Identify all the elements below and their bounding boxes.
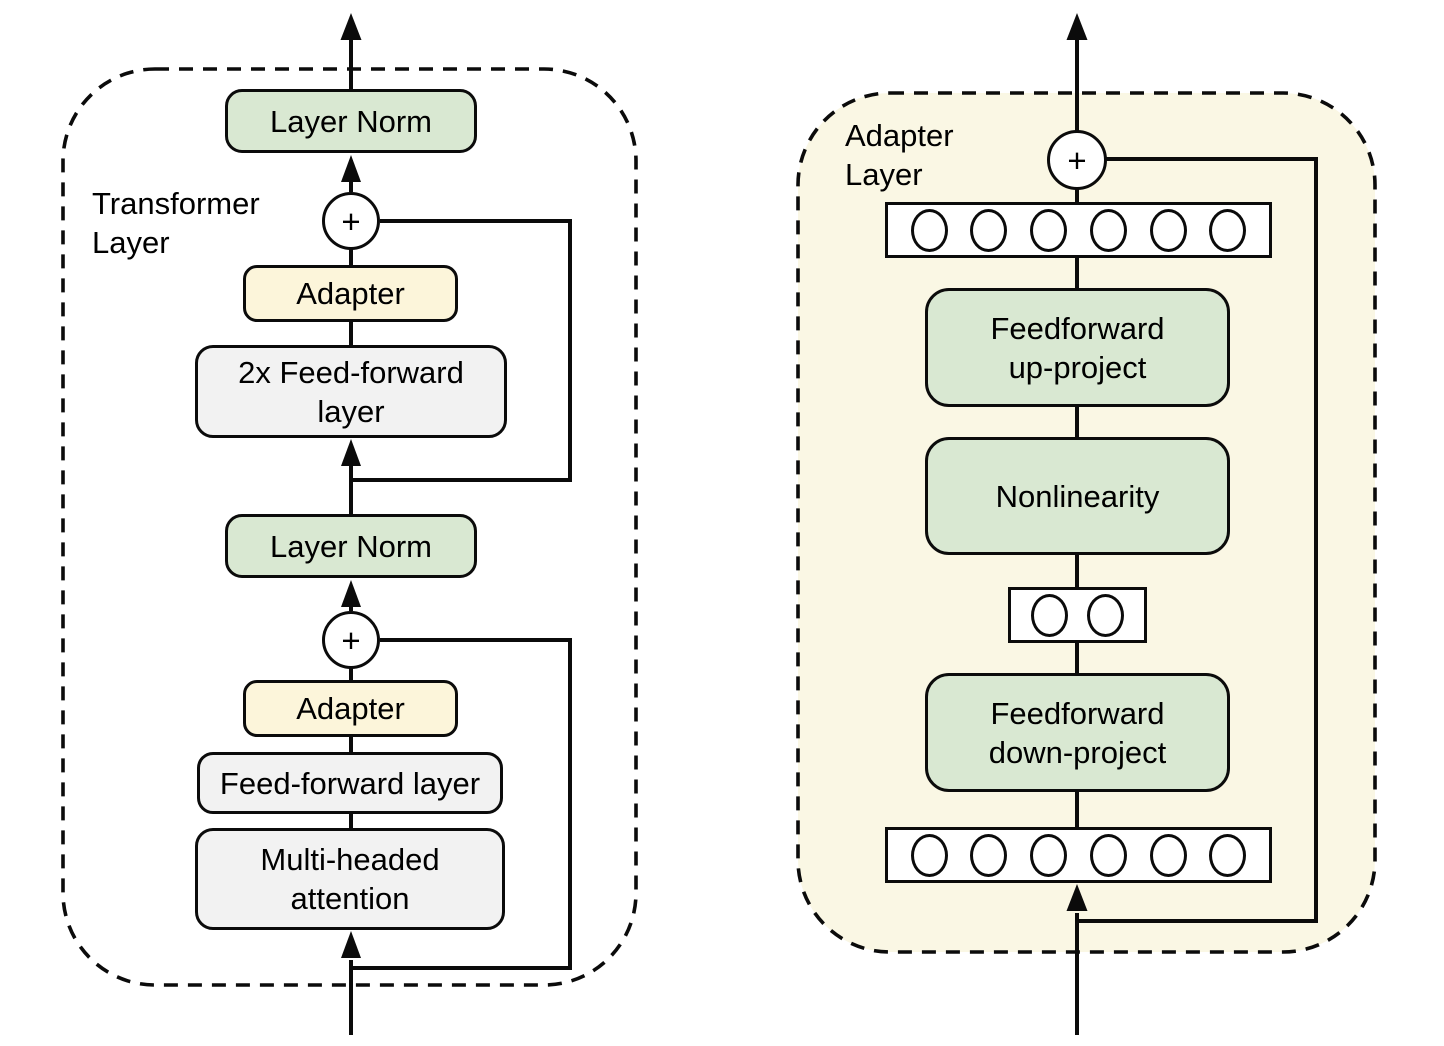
- feature-circle: [1087, 593, 1125, 637]
- adapter-top-box: Adapter: [243, 265, 458, 322]
- sum-node-mid: +: [322, 611, 380, 669]
- nonlinearity-box: Nonlinearity: [925, 437, 1230, 555]
- feature-circle: [1030, 833, 1068, 877]
- adapter-layer-label: Adapter Layer: [845, 118, 954, 192]
- feedforward-down-project-box: Feedforward down-project: [925, 673, 1230, 792]
- transformer-layer-label: Transformer Layer: [92, 186, 260, 260]
- layer-norm-top-box: Layer Norm: [225, 89, 477, 153]
- feature-circle: [1089, 833, 1127, 877]
- feature-row-top: [885, 202, 1272, 258]
- feature-row-bottleneck: [1008, 587, 1147, 643]
- skip-connection-adapter: [1077, 157, 1318, 923]
- feature-row-bottom: [885, 827, 1272, 883]
- arrowhead-up-icon: [341, 155, 361, 182]
- feature-circle: [970, 833, 1008, 877]
- arrowhead-up-icon: [341, 931, 361, 958]
- feature-circle: [1149, 833, 1187, 877]
- sum-node-top: +: [322, 192, 380, 250]
- layer-norm-mid-box: Layer Norm: [225, 514, 477, 578]
- adapter-mid-box: Adapter: [243, 680, 458, 737]
- feature-circle: [1030, 208, 1068, 252]
- feedforward-up-project-box: Feedforward up-project: [925, 288, 1230, 407]
- feature-circle: [1149, 208, 1187, 252]
- feature-circle: [1030, 593, 1068, 637]
- arrowhead-up-icon: [1066, 884, 1088, 911]
- feature-circle: [910, 208, 948, 252]
- sum-node-adapter: +: [1047, 130, 1107, 190]
- arrowhead-up-icon: [340, 13, 362, 40]
- feature-circle: [1209, 833, 1247, 877]
- ff-2x-box: 2x Feed-forward layer: [195, 345, 507, 438]
- ff-layer-box: Feed-forward layer: [197, 752, 503, 814]
- arrowhead-up-icon: [341, 580, 361, 607]
- feature-circle: [910, 833, 948, 877]
- multi-head-attention-box: Multi-headed attention: [195, 828, 505, 930]
- arrowhead-up-icon: [1066, 13, 1088, 40]
- skip-connection-upper-left: [351, 219, 572, 482]
- feature-circle: [1209, 208, 1247, 252]
- feature-circle: [1089, 208, 1127, 252]
- skip-connection-lower-left: [351, 638, 572, 970]
- feature-circle: [970, 208, 1008, 252]
- arrowhead-up-icon: [341, 439, 361, 466]
